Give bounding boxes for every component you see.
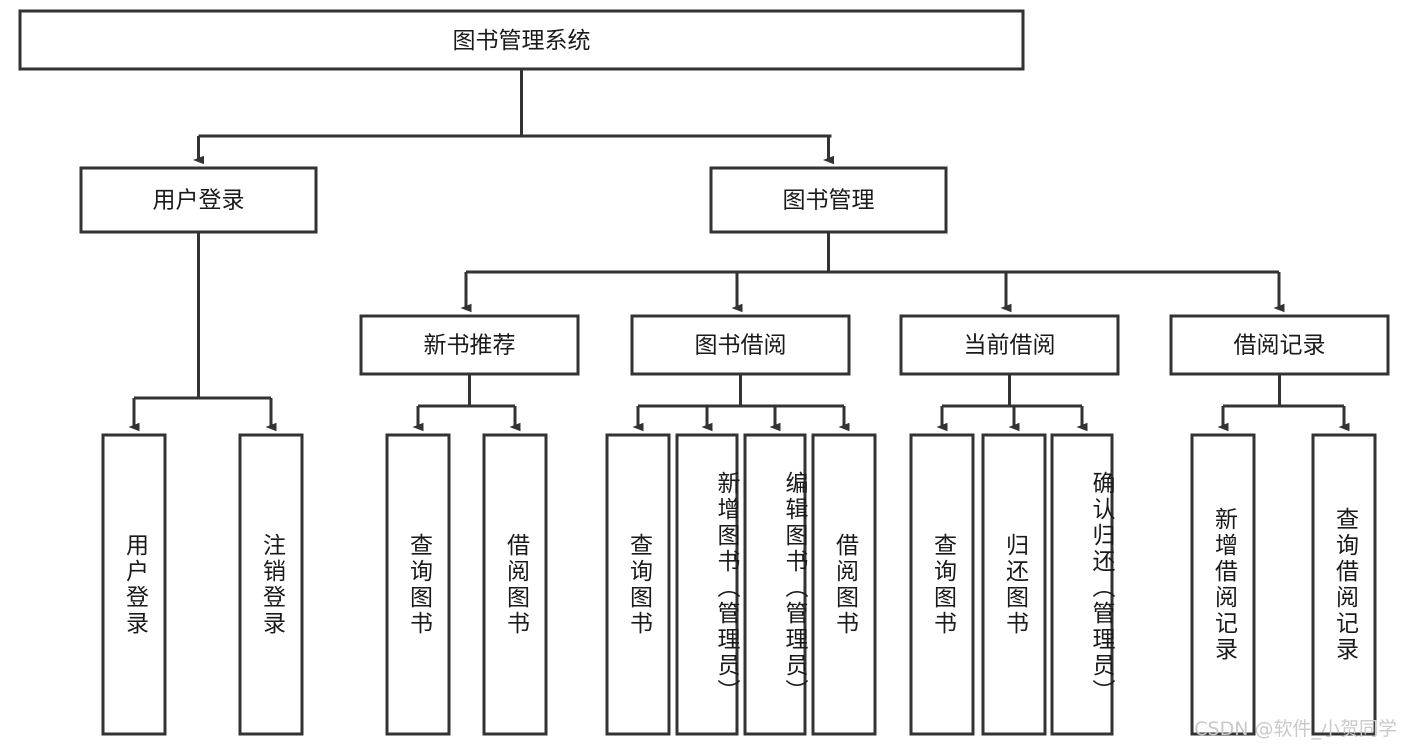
node-new-book-rec-box[interactable] [359,314,580,376]
leaf-box-borrow-book-1[interactable] [482,433,548,736]
connector-group-book-borrow [632,374,850,432]
node-root-box[interactable] [18,9,1025,71]
leaf-box-confirm-return[interactable] [1050,433,1114,736]
leaf-box-query-book-1[interactable] [385,433,451,736]
connector-group-new-book-rec [412,374,521,432]
leaf-box-user-login[interactable] [101,433,167,736]
node-user-login-box[interactable] [79,166,318,234]
leaf-box-return-book[interactable] [981,433,1047,736]
connector-group-user-login [128,232,277,432]
node-book-borrow-label: 图书借阅 [695,333,787,359]
leaf-box-edit-book[interactable] [743,433,807,736]
connector-group-book-manage [460,232,1285,313]
node-book-manage[interactable]: 图书管理 [709,166,948,234]
leaf-box-query-book-2[interactable] [605,433,671,736]
node-book-manage-box[interactable] [709,166,948,234]
connector-group-borrow-record [1217,374,1350,432]
leaf-box-query-record[interactable] [1311,433,1377,736]
node-current-borrow[interactable]: 当前借阅 [899,314,1120,376]
node-borrow-record-box[interactable] [1169,314,1390,376]
node-root-label: 图书管理系统 [453,28,591,54]
node-borrow-record-label: 借阅记录 [1234,333,1326,359]
node-user-login-label: 用户登录 [153,188,245,214]
connector-group-root [193,69,834,165]
leaf-box-add-book[interactable] [675,433,739,736]
node-root[interactable]: 图书管理系统 [18,9,1025,71]
node-current-borrow-box[interactable] [899,314,1120,376]
node-current-borrow-label: 当前借阅 [964,333,1056,359]
node-user-login[interactable]: 用户登录 [79,166,318,234]
node-borrow-record[interactable]: 借阅记录 [1169,314,1390,376]
leaf-box-query-book-3[interactable] [909,433,975,736]
leaf-box-add-record[interactable] [1190,433,1256,736]
csdn-watermark: CSDN @软件_小贺同学 [1194,718,1397,740]
leaf-box-group [101,433,1377,736]
node-book-borrow-box[interactable] [630,314,851,376]
leaf-box-user-logout[interactable] [238,433,304,736]
node-new-book-rec[interactable]: 新书推荐 [359,314,580,376]
leaf-box-borrow-book-2[interactable] [811,433,877,736]
connector-group-current-borrow [936,374,1088,432]
node-new-book-rec-label: 新书推荐 [424,333,516,359]
node-book-borrow[interactable]: 图书借阅 [630,314,851,376]
node-book-manage-label: 图书管理 [783,188,875,214]
